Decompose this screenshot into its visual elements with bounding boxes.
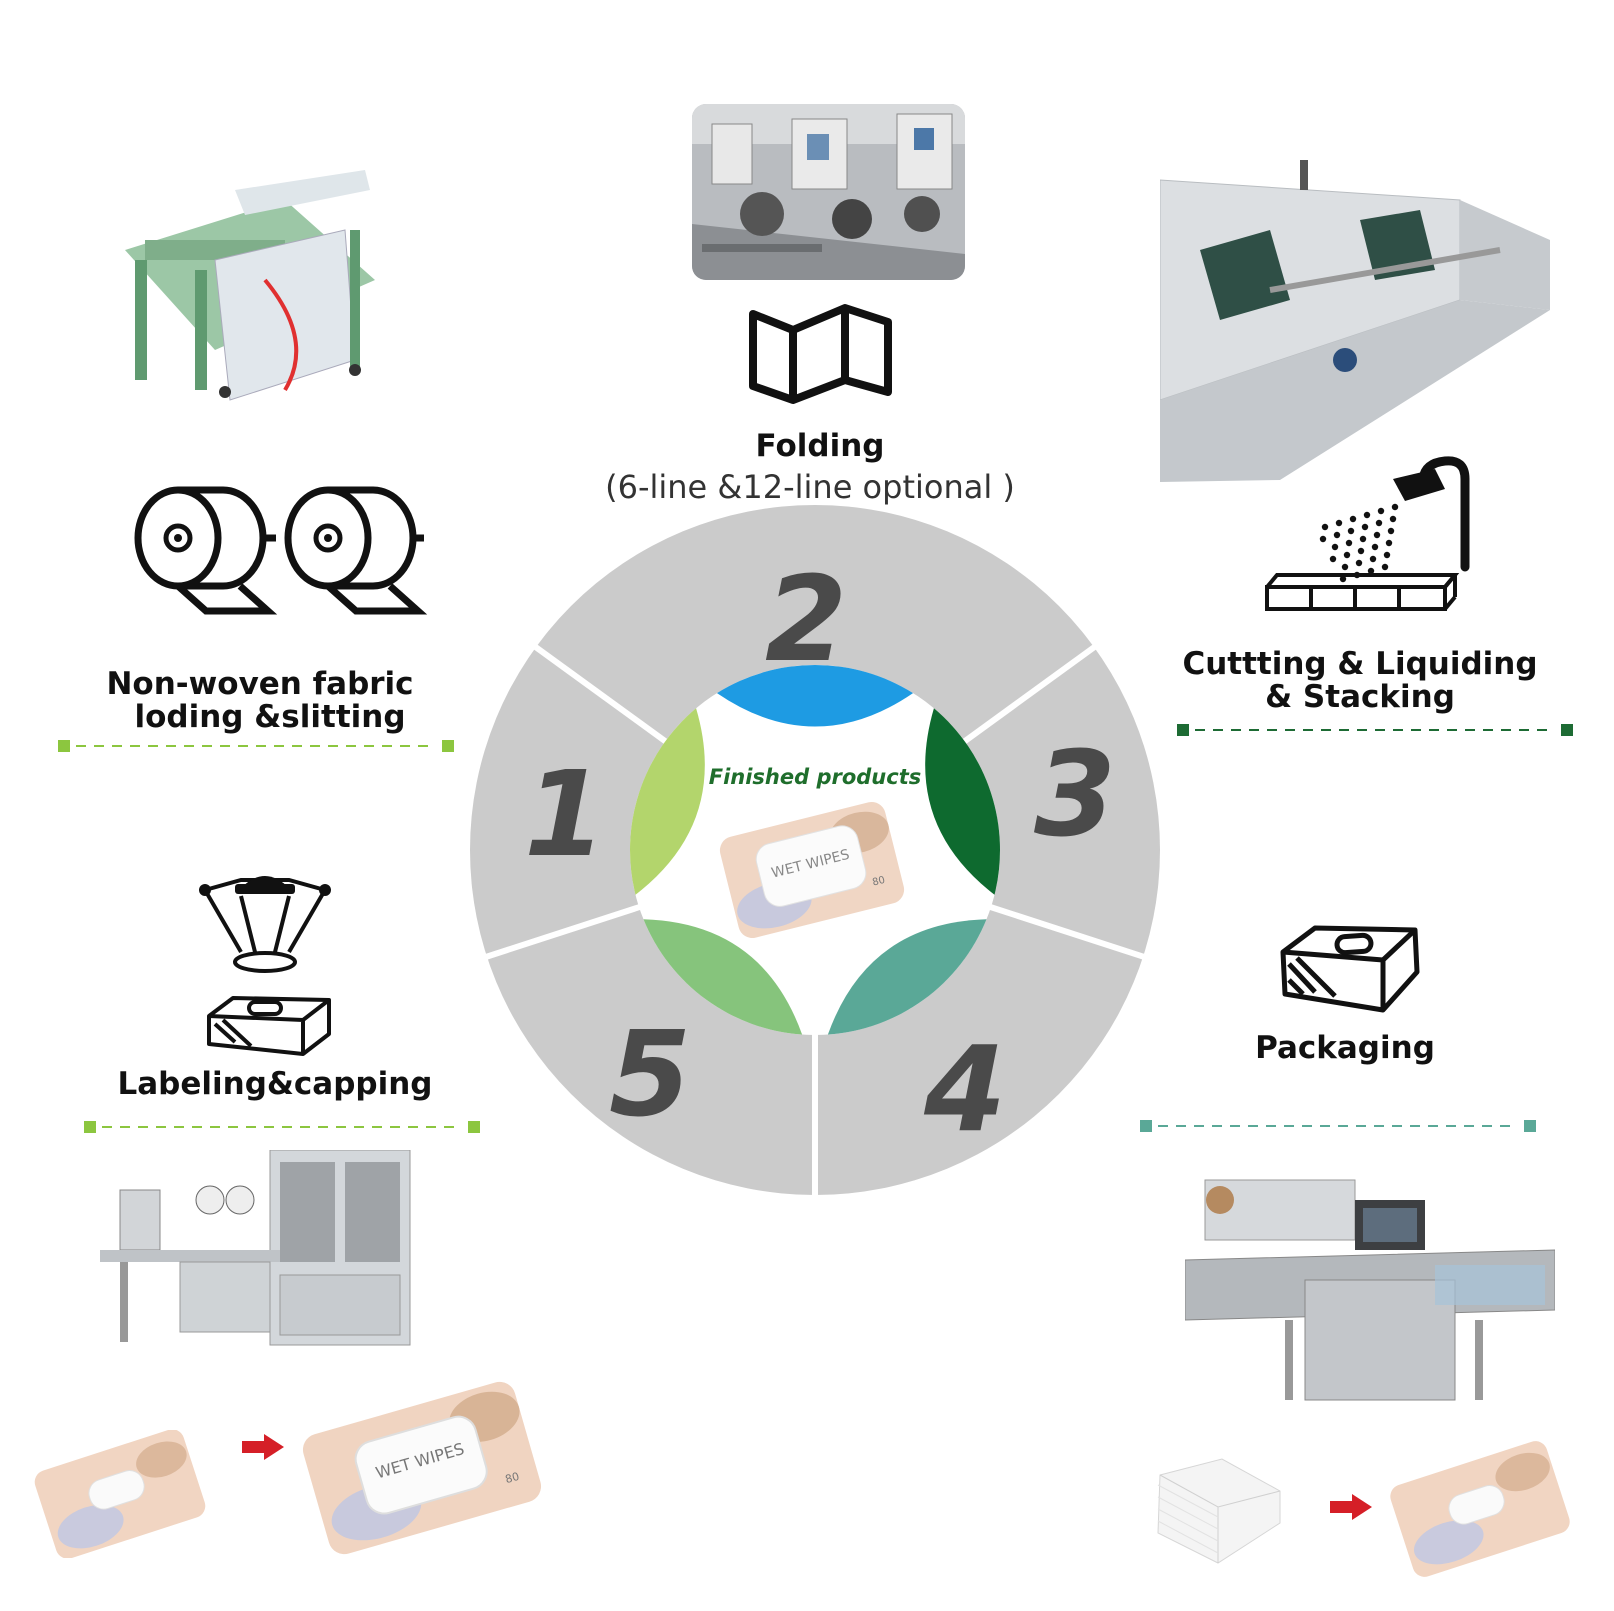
shower-drop — [1389, 515, 1397, 523]
packaging-arrow-icon — [1330, 1494, 1372, 1520]
packaging-result-pack — [1390, 1441, 1570, 1577]
ring-separator-3 — [970, 898, 1146, 961]
step-number-4: 4 — [923, 1020, 1006, 1158]
labeling-result-pack: WET WIPES 80 — [302, 1381, 542, 1555]
cutting-title: Cuttting & Liquiding & Stacking — [1170, 648, 1550, 714]
step-numbers: 1 2 3 4 5 — [524, 550, 1116, 1158]
shower-drop — [1347, 527, 1355, 535]
shower-drop — [1321, 523, 1329, 531]
fabric-rolls-icon — [134, 486, 428, 615]
ring-separator-5 — [484, 898, 660, 961]
shower-stack-icon — [1265, 456, 1470, 611]
folding-subtitle: (6-line &12-line optional ) — [605, 468, 1015, 506]
labeling-arrow-icon — [242, 1434, 284, 1460]
petal-blue — [716, 665, 914, 727]
slitting-machine-photo — [115, 160, 385, 410]
shower-drop — [1341, 563, 1349, 571]
step-number-2: 2 — [765, 550, 847, 688]
shower-drop — [1335, 519, 1343, 527]
shower-drop — [1391, 503, 1399, 511]
center-label: Finished products — [709, 765, 922, 789]
nonwoven-divider — [58, 740, 454, 752]
pack-icon — [207, 996, 331, 1056]
cutting-title-line-1: Cuttting & Liquiding — [1182, 646, 1538, 682]
shower-drops — [1319, 503, 1399, 583]
ring-separator-2 — [946, 643, 1098, 756]
shower-drop — [1383, 551, 1391, 559]
petal-teal — [827, 919, 987, 1035]
labeling-input-pack — [34, 1430, 206, 1558]
package-icon — [1280, 925, 1420, 1013]
cutting-divider — [1177, 724, 1573, 736]
shower-drop — [1345, 539, 1353, 547]
shower-drop — [1359, 535, 1367, 543]
delta-robot-icon — [199, 876, 331, 973]
nonwoven-title: Non-woven fabric loding &slitting — [90, 668, 430, 734]
step-number-5: 5 — [609, 1005, 691, 1143]
packaging-title: Packaging — [1255, 1030, 1435, 1066]
shower-drop — [1333, 531, 1341, 539]
cutting-title-line-2: & Stacking — [1265, 679, 1455, 715]
petal-green — [643, 919, 803, 1035]
shower-drop — [1361, 523, 1369, 531]
ring-separator-1 — [532, 643, 684, 756]
labeling-title: Labeling&capping — [117, 1066, 433, 1102]
nonwoven-title-line-2: loding &slitting — [134, 699, 406, 735]
petal-light-green — [630, 708, 705, 895]
shower-drop — [1349, 515, 1357, 523]
labeling-machine-photo — [100, 1149, 415, 1350]
wipes-stack-image — [1157, 1458, 1281, 1564]
shower-drop — [1385, 539, 1393, 547]
shower-drop — [1377, 507, 1385, 515]
labeling-divider — [84, 1121, 480, 1133]
nonwoven-title-line-1: Non-woven fabric — [106, 666, 414, 702]
shower-drop — [1381, 563, 1389, 571]
packaging-machine-photo — [1184, 1170, 1556, 1410]
shower-drop — [1367, 567, 1375, 575]
shower-drop — [1357, 547, 1365, 555]
step-number-3: 3 — [1034, 725, 1116, 863]
packaging-divider — [1140, 1120, 1536, 1132]
shower-drop — [1331, 543, 1339, 551]
shower-drop — [1339, 575, 1347, 583]
shower-drop — [1319, 535, 1327, 543]
shower-drop — [1343, 551, 1351, 559]
folding-title: Folding — [755, 428, 885, 464]
shower-drop — [1363, 511, 1371, 519]
folded-map-icon — [749, 304, 892, 404]
shower-drop — [1375, 519, 1383, 527]
center-pack-count: 80 — [871, 875, 886, 889]
big-pack-count: 80 — [504, 1470, 521, 1486]
petal-dark-green — [925, 708, 1001, 895]
shower-drop — [1371, 543, 1379, 551]
shower-drop — [1329, 555, 1337, 563]
shower-drop — [1387, 527, 1395, 535]
step-number-1: 1 — [524, 745, 606, 883]
folding-machine-photo — [692, 104, 965, 280]
shower-drop — [1355, 559, 1363, 567]
shower-drop — [1369, 555, 1377, 563]
center-product-pack: WET WIPES 80 — [719, 801, 905, 939]
cutting-machine-photo — [1159, 160, 1550, 482]
shower-drop — [1373, 531, 1381, 539]
